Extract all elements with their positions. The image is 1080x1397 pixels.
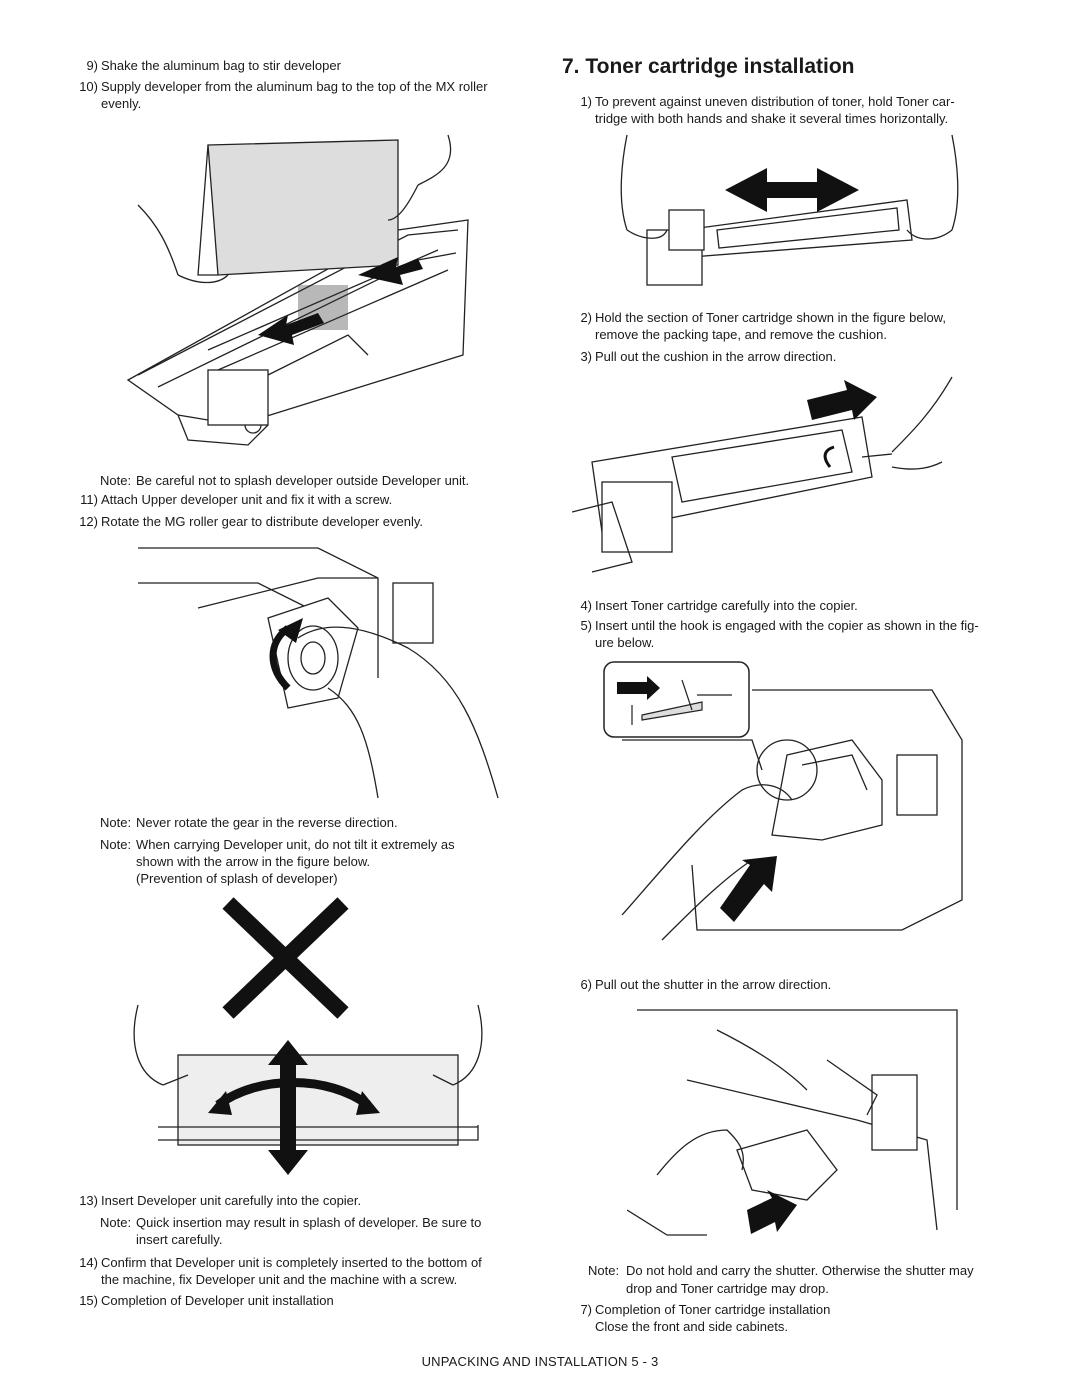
figure-shake-cartridge xyxy=(620,134,959,286)
figure-insert-cartridge xyxy=(603,661,963,941)
cross-mark-icon xyxy=(222,897,349,1019)
hook-detail-callout xyxy=(603,661,750,738)
figure-developer-supply xyxy=(126,134,469,446)
figure-pull-shutter xyxy=(627,1009,958,1236)
figure-roller-gear xyxy=(138,547,499,799)
page-footer: UNPACKING AND INSTALLATION 5 - 3 xyxy=(421,1354,659,1369)
figure-remove-cushion xyxy=(572,376,953,573)
figure-do-not-tilt xyxy=(133,897,483,1175)
section-heading: 7. Toner cartridge installation xyxy=(562,55,855,78)
